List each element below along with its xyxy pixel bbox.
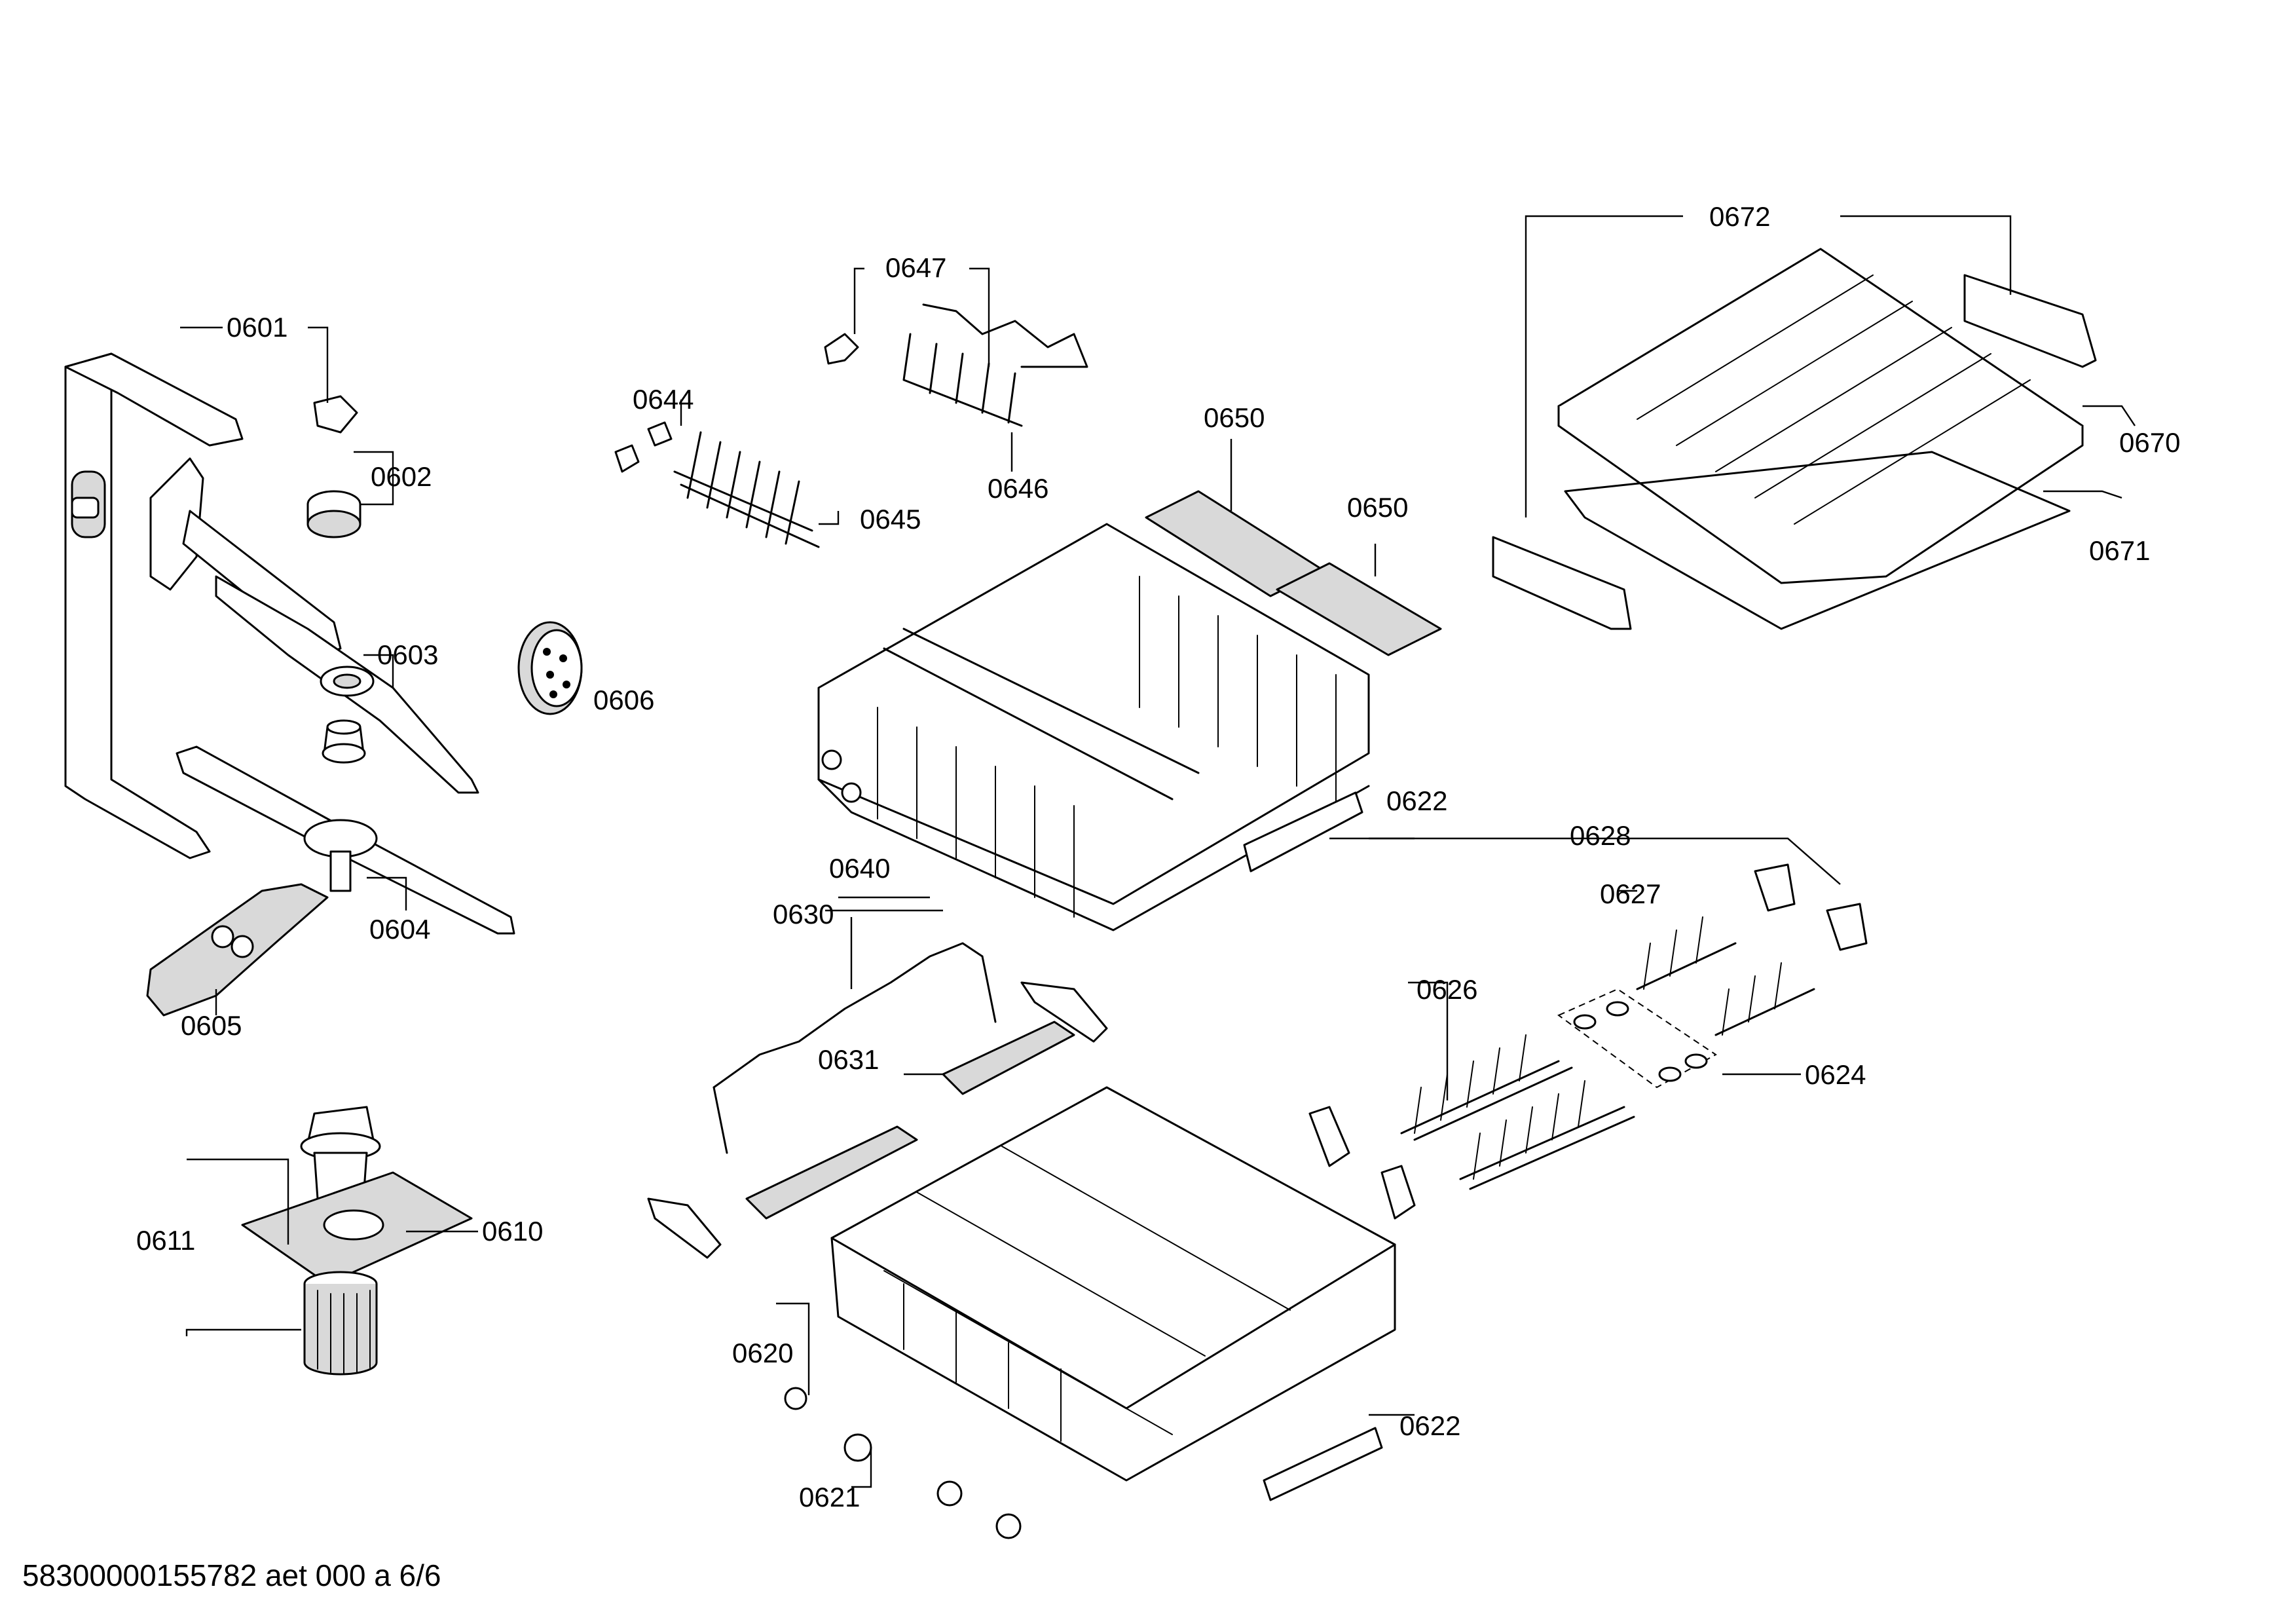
tray-side-rail-left [1492,536,1632,630]
lower-dish-rack [830,1086,1396,1482]
callout-label: 0640 [829,853,890,884]
drawing-reference-number: 58300000155782 aet 000 a 6/6 [22,1558,441,1592]
callout-label: 0603 [377,639,438,670]
upper-spray-arm [215,575,479,794]
tray-support-frame [1564,451,2071,630]
callout-leader-lines [180,215,2136,1488]
rack-wheel-2 [843,1433,872,1462]
lower-rack-clip-mid [1380,1165,1416,1220]
rack-handle-strip-upper [1243,791,1363,873]
tine-insert-a [1400,1034,1573,1141]
callout-label: 0622 [1399,1410,1460,1441]
callout-label: 0631 [818,1044,879,1075]
callout-label: 0672 [1709,201,1770,232]
callout-label: 0605 [181,1010,242,1041]
drain-cylinder [300,1106,381,1200]
callout-label: 0644 [633,384,694,415]
callout-label: 0601 [227,312,287,343]
tine-insert-d [1714,962,1815,1036]
callout-label: 0606 [593,685,654,715]
callout-label: 0610 [482,1216,543,1247]
upper-spray-arm-bracket [149,457,342,656]
plate-tine-insert-1 [745,1125,918,1220]
callout-label: 0604 [369,914,430,945]
spray-shield-plate [146,883,329,1017]
callout-label: 0646 [988,473,1048,504]
rack-handle-strip-lower [1263,1427,1383,1501]
callout-label: 0645 [860,504,921,535]
folding-tine-row [673,431,820,548]
callout-label: 0602 [371,461,432,492]
callout-label: 0620 [732,1338,793,1368]
fold-down-tine-bar [713,942,997,1154]
rack-roller-clip-bottom [647,1197,722,1259]
spray-arm-supply-pipe [64,352,244,859]
callout-label: 0671 [2089,535,2150,566]
callout-label: 0628 [1570,820,1631,851]
callout-label: 0621 [799,1482,860,1512]
rack-wheel-4 [995,1513,1022,1539]
rack-hinge-clip-pair [614,421,673,473]
cup-shelf-tines [902,303,1088,427]
callout-label: 0630 [773,899,834,929]
callout-label: 0650 [1204,402,1265,433]
upper-dish-rack [817,523,1370,931]
callout-label: 0670 [2119,427,2180,458]
nozzle-cap [306,395,361,538]
callout-labels: 0601 0602 0603 0604 0605 0606 0610 0611 … [136,201,2180,1512]
filter-plate [241,1171,473,1285]
filter-wheel [517,621,583,715]
tine-insert-c [1636,916,1737,990]
cutlery-tray-insert-2 [1276,562,1442,656]
plate-tine-insert-2 [942,1021,1075,1095]
rack-wheel-1 [784,1387,807,1410]
lower-rack-clip-left [1308,1106,1350,1167]
rack-wheel-3 [936,1480,963,1507]
tine-insert-b [1459,1080,1635,1190]
callout-label: 0650 [1347,492,1408,523]
callout-label: 0627 [1600,878,1661,909]
callout-label: 0647 [885,252,946,283]
tine-holder-2 [1826,903,1868,951]
lower-spray-arm [176,745,515,935]
third-level-cutlery-tray [1557,248,2084,584]
rack-roller-clip-top [1020,981,1108,1043]
callout-label: 0622 [1386,785,1447,816]
spray-arm-hub [322,719,366,764]
bearing-set [1557,988,1717,1089]
micro-filter [303,1271,378,1376]
callout-label: 0611 [136,1225,195,1256]
tine-holder-1 [1754,863,1796,912]
callout-label: 0626 [1416,974,1477,1005]
callout-label: 0624 [1805,1059,1866,1090]
cup-rack-clip [824,333,859,365]
tray-side-rail-right [1963,274,2097,368]
